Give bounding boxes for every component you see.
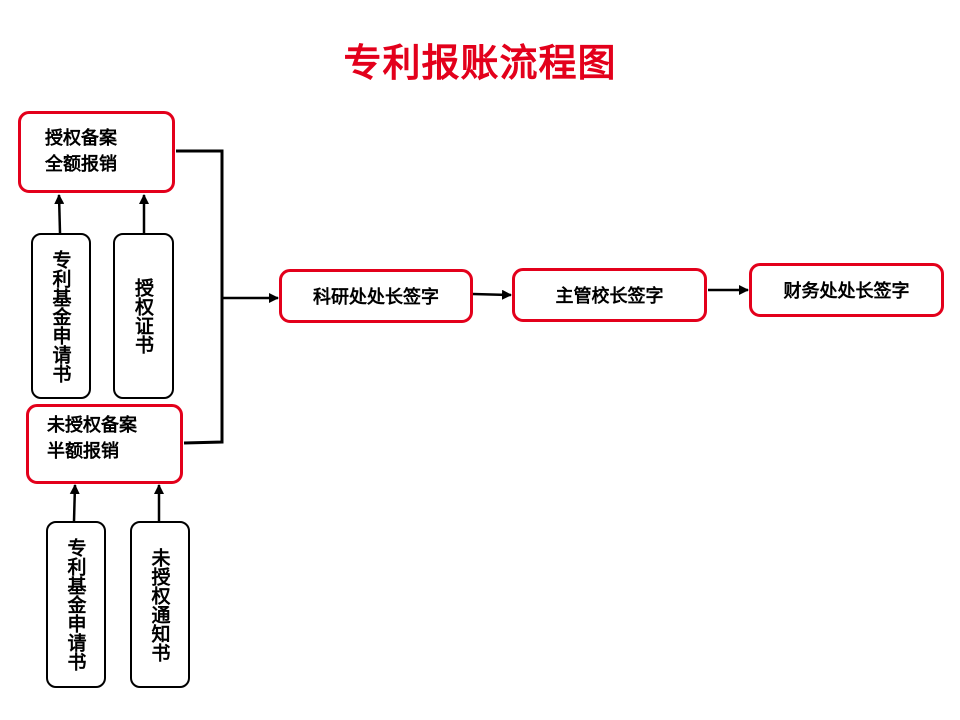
page-title: 专利报账流程图 — [343, 40, 617, 85]
unauth-reimbursement-box: 未授权备案 半额报销 — [26, 404, 183, 484]
unauth-box-line1: 未授权备案 — [47, 415, 137, 436]
authorization-certificate-box: 授权证书 — [113, 233, 174, 399]
patent-fund-application-box-1: 专利基金申请书 — [31, 233, 91, 399]
auth-box-line1: 授权备案 — [45, 128, 117, 149]
merge-bracket — [176, 149, 224, 445]
arrow-research-to-vp — [472, 289, 512, 300]
research-director-sign-box: 科研处处长签字 — [279, 269, 473, 323]
vice-president-sign-box: 主管校长签字 — [512, 268, 707, 322]
auth-reimbursement-box: 授权备案 全额报销 — [18, 111, 175, 193]
unauthorized-notice-box: 未授权通知书 — [130, 521, 190, 688]
arrow-fund-app-1-to-auth — [54, 194, 65, 234]
unauth-box-line2: 半额报销 — [47, 441, 119, 462]
finance-director-sign-box: 财务处处长签字 — [749, 263, 944, 317]
arrow-fund-app-2-to-unauth — [69, 484, 80, 522]
auth-box-line2: 全额报销 — [45, 154, 117, 175]
patent-fund-application-box-2: 专利基金申请书 — [46, 521, 106, 688]
